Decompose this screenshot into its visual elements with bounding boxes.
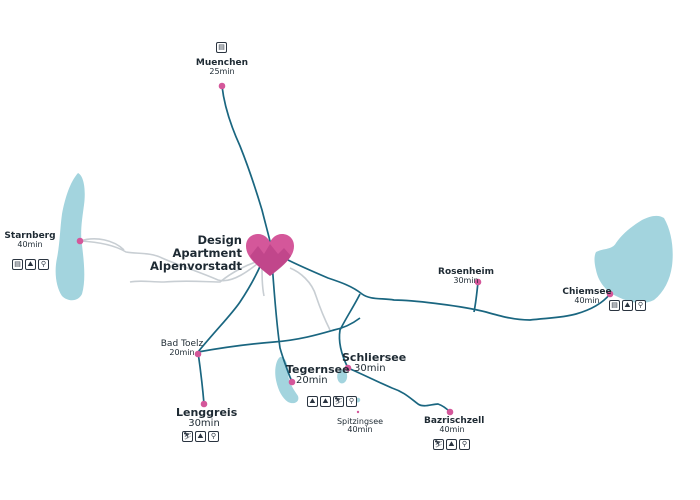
skiing-icon: ⛷ — [333, 396, 344, 407]
train-icon: ▤ — [216, 42, 227, 53]
badtoelz-name: Bad Toelz — [160, 339, 204, 349]
train-icon: ▤ — [609, 300, 620, 311]
lake-spitzingsee — [356, 397, 361, 403]
chiemsee-time: 40min — [574, 296, 600, 306]
starnberg-name: Starnberg — [4, 231, 56, 241]
muenchen-name: Muenchen — [195, 58, 249, 68]
muenchen-icons: ▤ — [216, 42, 227, 53]
lenggreis-name: Lenggreis — [176, 406, 238, 419]
badtoelz-time: 20min — [169, 348, 195, 358]
marker-spitzingsee — [356, 410, 360, 414]
lenggreis-time: 30min — [188, 417, 220, 429]
secondary-roads — [79, 238, 331, 331]
marker-schliersee — [344, 364, 352, 372]
cycling-icon: ⚲ — [38, 259, 49, 270]
lake-starnberg — [55, 173, 85, 301]
cycling-icon: ⚲ — [346, 396, 357, 407]
bazrischzell-time: 40min — [439, 425, 465, 435]
home-title-line1: Design Apartment — [172, 233, 242, 261]
skiing-icon: ⛷ — [182, 431, 193, 442]
marker-badtoelz — [194, 350, 202, 358]
chiemsee-name: Chiemsee — [562, 287, 612, 297]
bazrischzell-icons: ⛷ ⛰ ⚲ — [433, 439, 470, 450]
lake-tegernsee — [275, 356, 299, 404]
spitzingsee-name: Spitzingsee — [336, 417, 384, 426]
destination-markers — [76, 82, 614, 416]
marker-rosenheim — [474, 278, 482, 286]
muenchen-time: 25min — [209, 67, 235, 77]
home-title-line2: Alpenvorstadt — [150, 259, 242, 274]
label-muenchen: Muenchen 25min — [192, 58, 252, 77]
marker-tegernsee — [288, 378, 296, 386]
chiemsee-icons: ▤ ⛰ ⚲ — [609, 300, 646, 311]
marker-starnberg — [76, 237, 84, 245]
train-icon: ▤ — [12, 259, 23, 270]
label-lenggreis: Lenggreis 30min — [176, 406, 238, 429]
tegernsee-icons: ⛰ ⛰ ⛷ ⚲ — [307, 396, 357, 407]
tegernsee-time: 20min — [296, 374, 328, 386]
bazrischzell-name: Bazrischzell — [424, 416, 485, 426]
spitzingsee-time: 40min — [347, 425, 373, 435]
label-rosenheim: Rosenheim 30min — [436, 267, 496, 286]
hiking-icon: ⛰ — [320, 396, 331, 407]
cycling-icon: ⚲ — [635, 300, 646, 311]
hiking-icon: ⛰ — [195, 431, 206, 442]
label-schliersee: Schliersee 30min — [342, 351, 407, 374]
schliersee-name: Schliersee — [342, 351, 407, 364]
tegernsee-name: Tegernsee — [286, 363, 350, 376]
cycling-icon: ⚲ — [459, 439, 470, 450]
rosenheim-time: 30min — [453, 276, 479, 286]
hiking-icon: ⛰ — [446, 439, 457, 450]
home-title: Design Apartment Alpenvorstadt — [130, 233, 242, 274]
label-bazrischzell: Bazrischzell 40min — [424, 416, 485, 435]
hiking-icon: ⛰ — [25, 259, 36, 270]
label-starnberg: Starnberg 40min — [4, 231, 56, 250]
marker-muenchen — [218, 82, 226, 90]
label-chiemsee: Chiemsee 40min — [562, 287, 612, 306]
starnberg-icons: ▤ ⛰ ⚲ — [12, 259, 49, 270]
lake-chiemsee — [594, 215, 673, 303]
hiking-icon: ⛰ — [307, 396, 318, 407]
lake-schliersee — [337, 369, 348, 384]
marker-lenggreis — [200, 400, 208, 408]
marker-bazrischzell — [446, 408, 454, 416]
lenggreis-icons: ⛷ ⛰ ⚲ — [182, 431, 219, 442]
hiking-icon: ⛰ — [622, 300, 633, 311]
starnberg-time: 40min — [17, 240, 43, 250]
home-heart-marker — [246, 234, 294, 276]
skiing-icon: ⛷ — [433, 439, 444, 450]
cycling-icon: ⚲ — [208, 431, 219, 442]
schliersee-time: 30min — [354, 362, 386, 374]
label-tegernsee: Tegernsee 20min — [286, 363, 350, 386]
rosenheim-name: Rosenheim — [438, 267, 494, 277]
label-spitzingsee: Spitzingsee 40min — [336, 417, 384, 435]
marker-chiemsee — [606, 290, 614, 298]
label-badtoelz: Bad Toelz 20min — [160, 339, 204, 358]
